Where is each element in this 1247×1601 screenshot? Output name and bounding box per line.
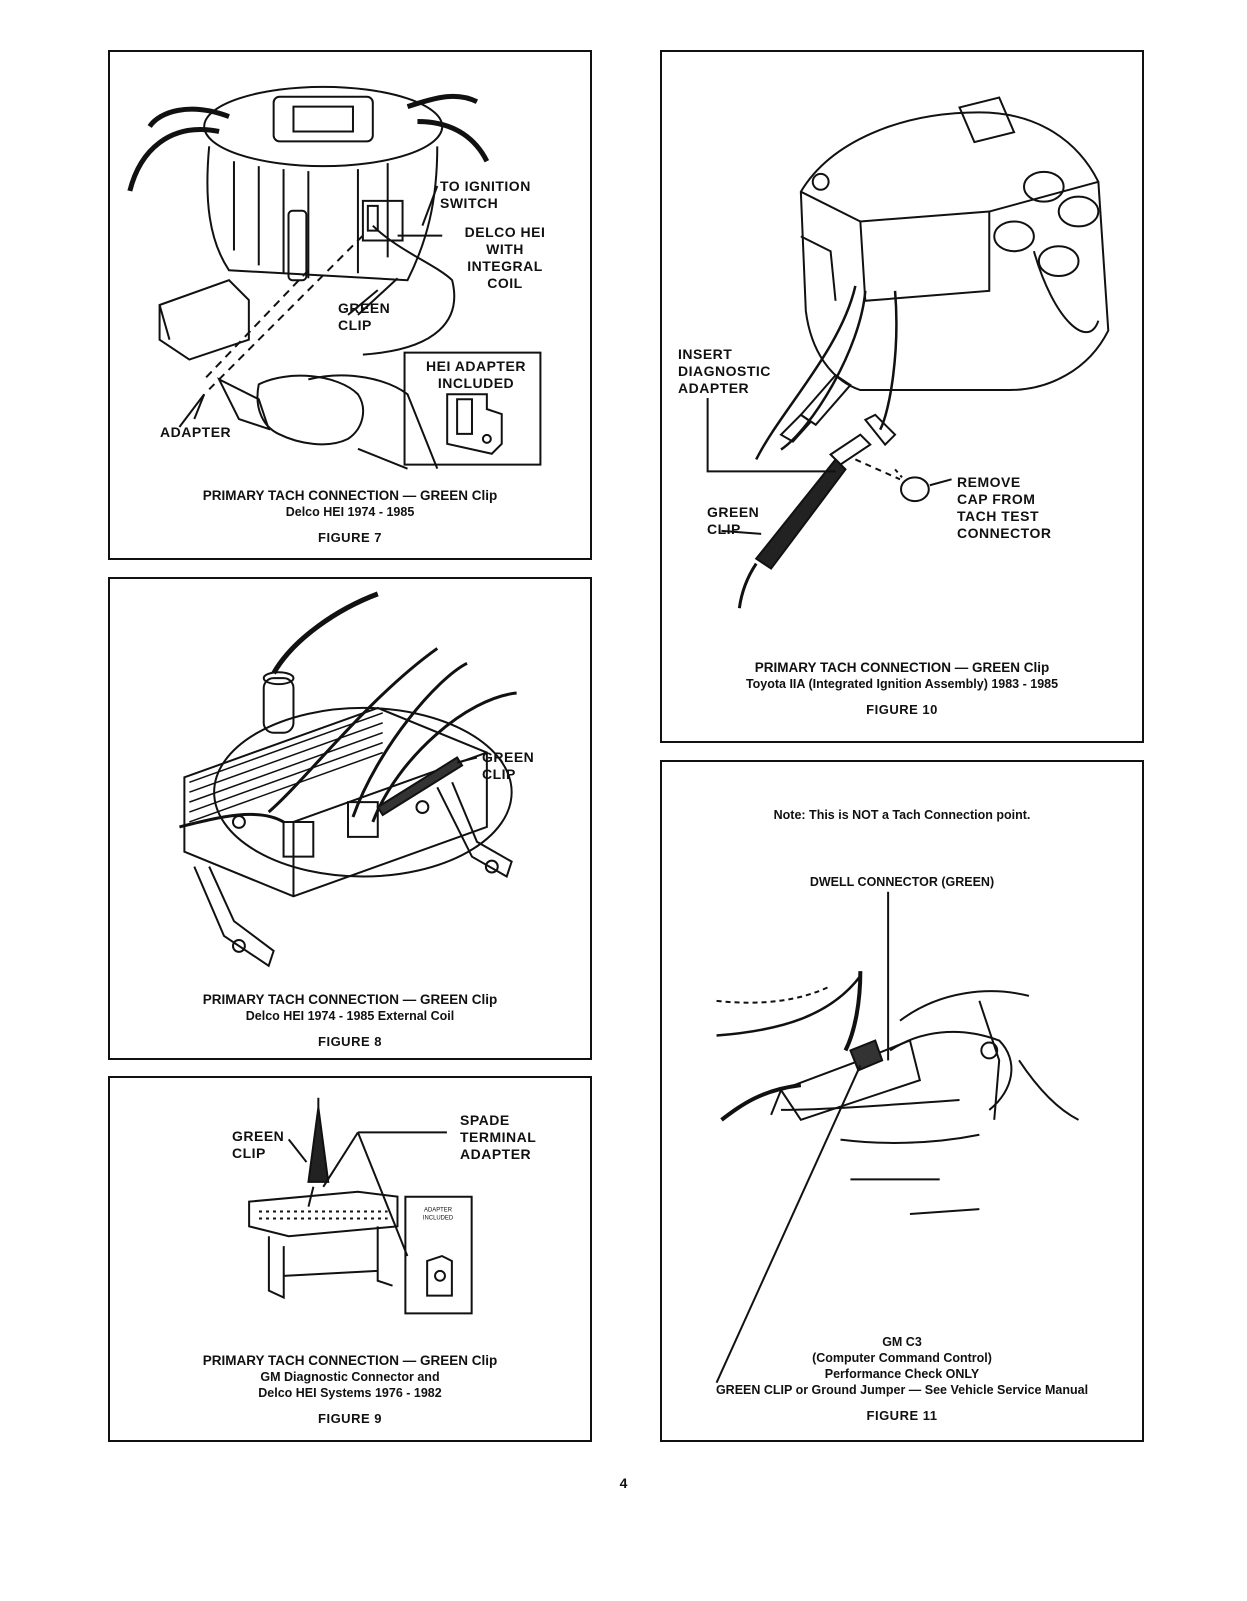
figure-10-illustration (662, 52, 1142, 741)
figure-8-illustration (110, 579, 590, 1058)
figure-7-illustration (110, 52, 590, 558)
figure-9-caption: PRIMARY TACH CONNECTION — GREEN Clip GM … (110, 1352, 590, 1427)
figure-9-illustration: ADAPTER INCLUDED (110, 1078, 590, 1440)
figure-11-caption: GM C3 (Computer Command Control) Perform… (662, 1334, 1142, 1424)
figure-8-number: FIGURE 8 (318, 1034, 382, 1049)
label-adapter: ADAPTER (160, 424, 232, 440)
page-number: 4 (619, 1475, 628, 1491)
figure-8-caption: PRIMARY TACH CONNECTION — GREEN Clip Del… (110, 991, 590, 1050)
figure-10-caption: PRIMARY TACH CONNECTION — GREEN Clip Toy… (662, 659, 1142, 718)
figure-11-dwell-connector-label: DWELL CONNECTOR (GREEN) (809, 875, 995, 889)
svg-text:ADAPTER: ADAPTER (424, 1208, 452, 1214)
figure-9-number: FIGURE 9 (318, 1411, 382, 1426)
figure-7-number: FIGURE 7 (318, 530, 382, 545)
svg-text:INCLUDED: INCLUDED (423, 1215, 453, 1221)
figure-11-illustration (662, 762, 1142, 1440)
figure-7-caption: PRIMARY TACH CONNECTION — GREEN Clip Del… (110, 487, 590, 546)
figure-11-note: Note: This is NOT a Tach Connection poin… (773, 808, 1031, 822)
figure-11-panel: Note: This is NOT a Tach Connection poin… (660, 760, 1144, 1442)
figure-10-number: FIGURE 10 (866, 702, 938, 717)
figure-11-number: FIGURE 11 (866, 1408, 938, 1423)
